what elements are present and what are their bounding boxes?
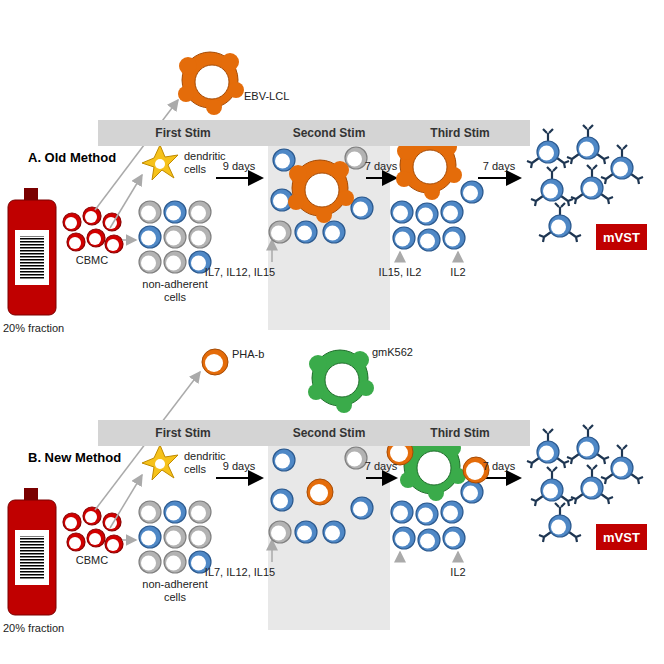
label: IL2 (450, 266, 465, 279)
stage-band: Third Stim (390, 120, 530, 146)
stage-band: Third Stim (390, 420, 530, 446)
result-box: mVST (596, 524, 647, 550)
label: EBV-LCL (244, 90, 289, 103)
label: IL7, IL12, IL15 (205, 266, 275, 279)
node-text: Third Stim (430, 126, 489, 140)
node-text: Second Stim (293, 426, 366, 440)
label: 20% fraction (3, 322, 64, 335)
label: CBMC (76, 554, 108, 567)
label: IL15, IL2 (379, 266, 422, 279)
node-text: mVST (603, 530, 640, 545)
node-text: First Stim (155, 126, 210, 140)
node-text: Second Stim (293, 126, 366, 140)
label: IL7, IL12, IL15 (205, 566, 275, 579)
label: 20% fraction (3, 622, 64, 635)
label: IL2 (450, 566, 465, 579)
label: CBMC (76, 254, 108, 267)
label: PHA-b (232, 348, 264, 361)
stage-band: Second Stim (268, 420, 390, 446)
label: 7 days (365, 460, 397, 473)
label: 7 days (365, 160, 397, 173)
panel-title: A. Old Method (28, 150, 116, 166)
label: non-adherent cells (130, 278, 220, 304)
node-text: Third Stim (430, 426, 489, 440)
node-text: First Stim (155, 426, 210, 440)
label: non-adherent cells (130, 578, 220, 604)
stage-band: First Stim (98, 120, 268, 146)
stage-band: First Stim (98, 420, 268, 446)
panel-title: B. New Method (28, 450, 121, 466)
node-text: mVST (603, 230, 640, 245)
result-box: mVST (596, 224, 647, 250)
label: 7 days (483, 460, 515, 473)
label: 9 days (223, 460, 255, 473)
label: 7 days (483, 160, 515, 173)
stage-band: Second Stim (268, 120, 390, 146)
label: 9 days (223, 160, 255, 173)
label: gmK562 (372, 346, 413, 359)
